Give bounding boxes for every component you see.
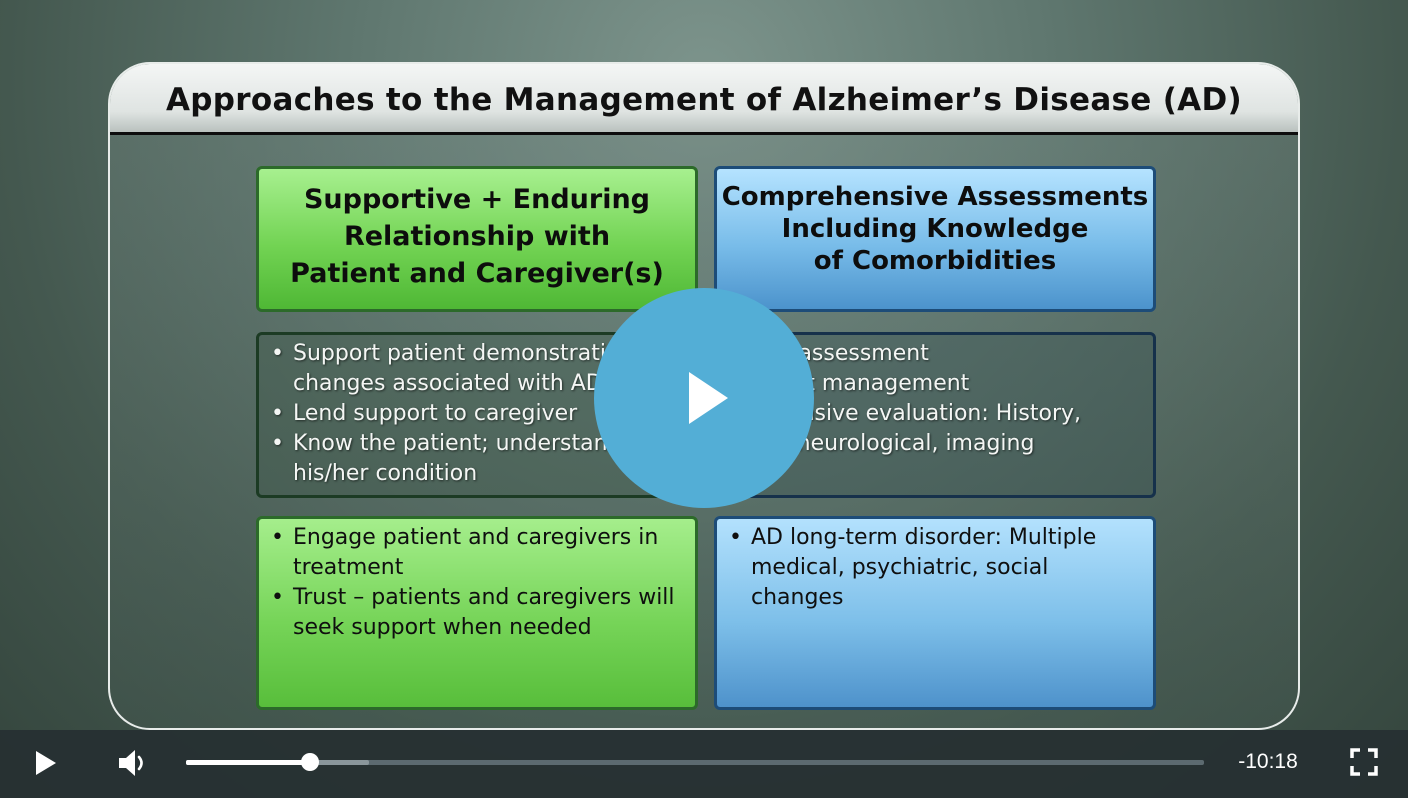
bullet-line: medical, psychiatric, social changes <box>751 555 1049 610</box>
slide-frame: Approaches to the Management of Alzheime… <box>108 62 1300 730</box>
play-icon <box>36 751 56 775</box>
right-header-line: Comprehensive Assessments <box>721 182 1149 212</box>
bullet-line: changes associated with AD <box>293 371 603 396</box>
left-column-header: Supportive + Enduring Relationship with … <box>256 166 698 312</box>
right-column-header: Comprehensive Assessments Including Know… <box>714 166 1156 312</box>
bottom-left-bullet-list: Engage patient and caregivers in treatme… <box>267 523 687 643</box>
list-item: Engage patient and caregivers in treatme… <box>267 523 687 583</box>
control-bar: -10:18 <box>0 730 1408 798</box>
bottom-right-panel: AD long-term disorder: Multiple medical,… <box>714 516 1156 710</box>
right-header-text: Comprehensive Assessments Including Know… <box>717 181 1153 277</box>
slide-title-bar: Approaches to the Management of Alzheime… <box>110 64 1298 135</box>
fullscreen-icon <box>1350 748 1378 776</box>
speaker-icon <box>119 750 143 776</box>
bullet-line: AD long-term disorder: Multiple <box>751 525 1097 550</box>
time-remaining: -10:18 <box>1238 750 1298 773</box>
bullet-line: treatment <box>293 555 404 580</box>
bullet-line: Support patient demonstratin <box>293 341 620 366</box>
list-item: Trust – patients and caregivers will see… <box>267 583 687 643</box>
bullet-line: Engage patient and caregivers in <box>293 525 659 550</box>
left-header-text: Supportive + Enduring Relationship with … <box>259 181 695 292</box>
progress-played <box>186 760 311 765</box>
big-play-button[interactable] <box>594 288 814 508</box>
mid-left-bullet-list: Support patient demonstratin changes ass… <box>267 339 687 489</box>
play-icon <box>689 372 728 424</box>
bottom-left-panel: Engage patient and caregivers in treatme… <box>256 516 698 710</box>
list-item: Know the patient; understand his/her con… <box>267 429 687 489</box>
right-header-line: of Comorbidities <box>813 246 1057 276</box>
progress-handle[interactable] <box>301 753 320 771</box>
bullet-line: his/her condition <box>293 461 478 486</box>
volume-button[interactable] <box>116 746 152 780</box>
right-header-line: Including Knowledge <box>781 214 1089 244</box>
list-item: Support patient demonstratin changes ass… <box>267 339 687 399</box>
bottom-right-bullet-list: AD long-term disorder: Multiple medical,… <box>725 523 1145 613</box>
bullet-line: Lend support to caregiver <box>293 401 578 426</box>
bullet-line: Know the patient; understand <box>293 431 622 456</box>
list-item: AD long-term disorder: Multiple medical,… <box>725 523 1145 613</box>
left-header-line: Relationship with <box>343 221 611 252</box>
fullscreen-button[interactable] <box>1348 746 1380 778</box>
list-item: Lend support to caregiver <box>267 399 687 429</box>
play-button[interactable] <box>28 746 62 780</box>
slide-title: Approaches to the Management of Alzheime… <box>166 82 1242 118</box>
progress-bar[interactable] <box>186 752 1204 774</box>
left-header-line: Patient and Caregiver(s) <box>290 258 664 289</box>
bullet-line: Trust – patients and caregivers will <box>293 585 675 610</box>
left-header-line: Supportive + Enduring <box>303 184 651 215</box>
progress-track <box>186 760 1204 765</box>
bullet-line: seek support when needed <box>293 615 592 640</box>
